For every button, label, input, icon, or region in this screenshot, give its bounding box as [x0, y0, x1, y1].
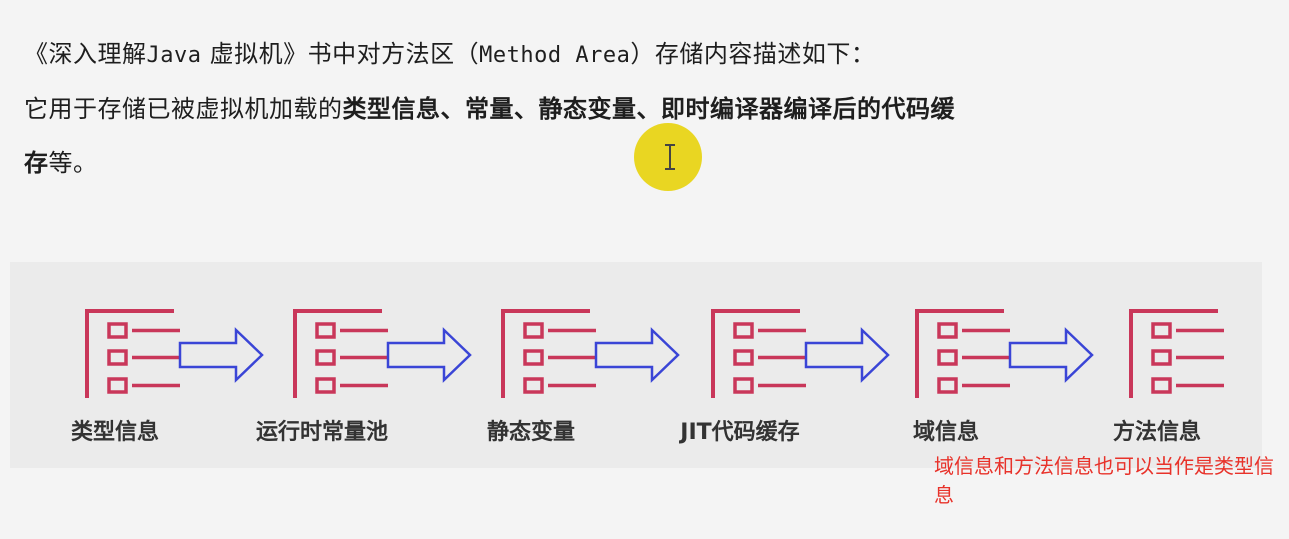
list-icon-frame: [1129, 309, 1218, 398]
list-icon-bullet: [1151, 377, 1172, 394]
list-icon-bullet: [1151, 349, 1172, 366]
flow-arrow-icon: [178, 327, 264, 383]
flow-arrow-icon: [386, 327, 472, 383]
flow-arrow-icon: [1008, 327, 1094, 383]
list-icon-frame: [293, 309, 382, 398]
list-icon-frame: [711, 309, 800, 398]
paragraph-line-2: 它用于存储已被虚拟机加载的类型信息、常量、静态变量、即时编译器编译后的代码缓: [24, 82, 1254, 136]
list-icon-bullet: [315, 377, 336, 394]
stage-label: 方法信息: [1112, 420, 1202, 445]
list-icon: [915, 309, 1010, 398]
paragraph-line-1: 《深入理解Java 虚拟机》书中对方法区（Method Area）存储内容描述如…: [24, 28, 1254, 82]
stage-label: 运行时常量池: [255, 420, 389, 445]
list-icon-bullet: [937, 322, 958, 339]
list-icon-bullet: [733, 322, 754, 339]
stage-label: 域信息: [912, 420, 980, 445]
list-icon-frame: [85, 309, 174, 398]
line1-middle: 虚拟机》书中对方法区（: [201, 40, 480, 68]
diagram-canvas: [85, 309, 1224, 398]
method-area-term: Method Area: [479, 43, 631, 68]
list-icon-bullet: [733, 377, 754, 394]
annotation-note: 域信息和方法信息也可以当作是类型信息: [934, 454, 1274, 507]
list-icon-bullet: [523, 349, 544, 366]
cursor-highlight: [634, 123, 702, 191]
line3-bold: 存: [24, 148, 49, 177]
list-icon-bullet: [315, 349, 336, 366]
list-icon-bullet: [315, 322, 336, 339]
list-icon-bullet: [523, 377, 544, 394]
list-icon-bullet: [1151, 322, 1172, 339]
list-icon-bullet: [523, 322, 544, 339]
list-icon-bullet: [107, 322, 128, 339]
line1-suffix: ）存储内容描述如下：: [630, 40, 876, 68]
method-area-diagram: 类型信息 运行时常量池 静态变量 JIT代码缓存 域信息 方法信息: [10, 262, 1262, 468]
list-icon-bullet: [107, 349, 128, 366]
java-word: Java: [146, 43, 202, 68]
book-title-prefix: 《深入理解: [24, 40, 147, 68]
line2-normal: 它用于存储已被虚拟机加载的: [24, 95, 343, 123]
line2-bold: 类型信息、常量、静态变量、即时编译器编译后的代码缓: [342, 94, 955, 123]
list-icon-bullet: [937, 377, 958, 394]
list-icon: [711, 309, 806, 398]
flow-arrow-icon: [804, 327, 890, 383]
description-text: 《深入理解Java 虚拟机》书中对方法区（Method Area）存储内容描述如…: [24, 28, 1254, 190]
stage-label: 静态变量: [486, 420, 576, 445]
stage-label: 类型信息: [70, 420, 160, 445]
list-icon-bullet: [937, 349, 958, 366]
list-icon-bullet: [733, 349, 754, 366]
list-icon-bullet: [107, 377, 128, 394]
line3-normal: 等。: [48, 149, 98, 177]
text-cursor-icon: [665, 144, 675, 170]
stage-label: JIT代码缓存: [680, 420, 800, 445]
list-icon-frame: [501, 309, 590, 398]
list-icon: [293, 309, 388, 398]
list-icon: [85, 309, 180, 398]
list-icon: [1129, 309, 1224, 398]
list-icon: [501, 309, 596, 398]
flow-arrow-icon: [594, 327, 680, 383]
paragraph-line-3: 存等。: [24, 136, 1254, 190]
list-icon-frame: [915, 309, 1004, 398]
